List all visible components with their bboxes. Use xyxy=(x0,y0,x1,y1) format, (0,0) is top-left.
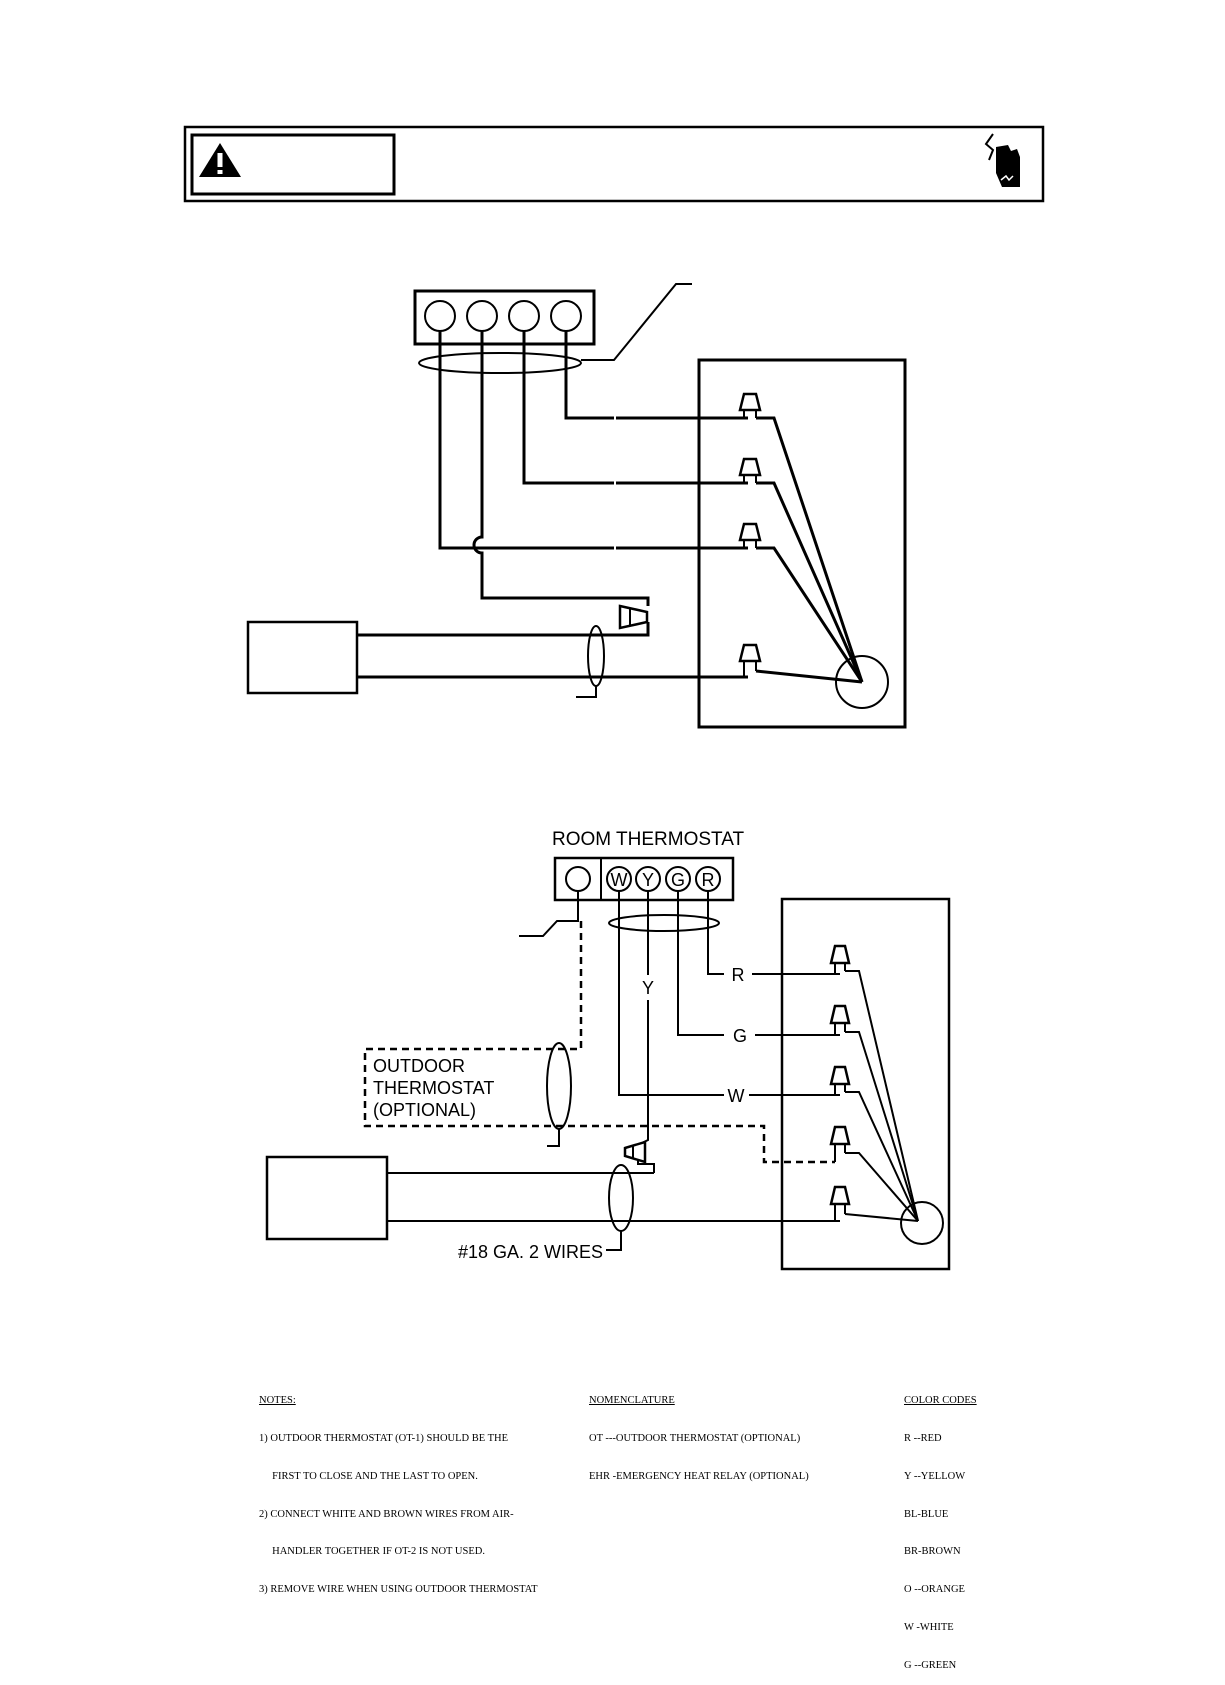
wire-gauge-label: #18 GA. 2 WIRES xyxy=(458,1242,603,1262)
cable-bundle-2 xyxy=(608,914,720,932)
color-code-line: O --ORANGE xyxy=(904,1584,965,1596)
air-handler-box-1 xyxy=(697,358,907,729)
wire-1-d xyxy=(472,331,650,606)
unit-box-2 xyxy=(265,1155,389,1241)
wire-r xyxy=(707,891,724,975)
terminal-w: W xyxy=(611,870,628,890)
wire-label-w: W xyxy=(728,1086,745,1106)
notes-line: 1) OUTDOOR THERMOSTAT (OT-1) SHOULD BE T… xyxy=(259,1432,509,1444)
terminal-g: G xyxy=(671,870,685,890)
color-codes-heading: COLOR CODES xyxy=(904,1395,977,1407)
wire-1-b xyxy=(522,331,614,485)
wiring-diagrams: ROOM THERMOSTAT W Y G R R G W Y xyxy=(183,125,1045,1271)
nomenclature-line: OT ---OUTDOOR THERMOSTAT (OPTIONAL) xyxy=(589,1432,801,1444)
air-handler-box-2 xyxy=(780,897,951,1271)
terminals-1 xyxy=(738,392,762,677)
outdoor-thermostat-bundle xyxy=(546,1042,572,1130)
motor-circle-2 xyxy=(900,1201,944,1245)
outdoor-thermostat-label-line3: (OPTIONAL) xyxy=(373,1100,476,1120)
electrical-shock-hand-icon xyxy=(984,133,1020,187)
motor-circle-1 xyxy=(835,655,889,709)
room-thermostat: W Y G R xyxy=(553,856,735,902)
cable-bundle-1 xyxy=(418,352,582,374)
diagram-1 xyxy=(246,283,907,729)
notes-heading: NOTES: xyxy=(259,1395,296,1407)
notes-line: HANDLER TOGETHER IF OT-2 IS NOT USED. xyxy=(259,1546,485,1558)
wire-label-g: G xyxy=(733,1026,747,1046)
room-thermostat-label: ROOM THERMOSTAT xyxy=(552,829,745,850)
wire-g xyxy=(677,891,724,1036)
terminals-2 xyxy=(829,944,851,1221)
notes-line: 2) CONNECT WHITE AND BROWN WIRES FROM AI… xyxy=(259,1508,514,1520)
outdoor-thermostat-label-line1: OUTDOOR xyxy=(373,1056,465,1076)
wire-label-y: Y xyxy=(642,978,654,998)
wire-1-a xyxy=(564,331,614,420)
color-code-line: BR-BROWN xyxy=(904,1546,961,1558)
thermostat-1 xyxy=(413,289,596,346)
notes-section: NOTES: 1) OUTDOOR THERMOSTAT (OT-1) SHOU… xyxy=(259,1370,538,1609)
warning-banner xyxy=(183,125,1045,203)
leader-line-2 xyxy=(519,891,579,937)
wire-nut-2 xyxy=(623,1140,647,1164)
wire-label-r: R xyxy=(732,965,745,985)
color-code-line: W -WHITE xyxy=(904,1621,954,1633)
color-code-line: G --GREEN xyxy=(904,1659,957,1671)
nomenclature-heading: NOMENCLATURE xyxy=(589,1395,675,1407)
terminal-r: R xyxy=(702,870,715,890)
wire-nut-1 xyxy=(618,604,649,630)
warning-triangle-icon xyxy=(199,143,241,177)
nomenclature-section: NOMENCLATURE OT ---OUTDOOR THERMOSTAT (O… xyxy=(589,1370,809,1496)
outdoor-thermostat-label-line2: THERMOSTAT xyxy=(373,1078,494,1098)
diagram-2: ROOM THERMOSTAT W Y G R R G W Y xyxy=(265,829,951,1271)
terminal-y: Y xyxy=(642,870,654,890)
unit-box-1 xyxy=(246,620,359,695)
outdoor-thermostat-dashed-wire xyxy=(363,921,835,1164)
color-codes-section: COLOR CODES R --RED Y --YELLOW BL-BLUE B… xyxy=(904,1370,977,1685)
notes-line: 3) REMOVE WIRE WHEN USING OUTDOOR THERMO… xyxy=(259,1584,538,1596)
color-code-line: R --RED xyxy=(904,1432,942,1444)
nomenclature-line: EHR -EMERGENCY HEAT RELAY (OPTIONAL) xyxy=(589,1470,809,1482)
color-code-line: Y --YELLOW xyxy=(904,1470,966,1482)
wire-1-c xyxy=(438,331,614,550)
color-code-line: BL-BLUE xyxy=(904,1508,949,1520)
notes-line: FIRST TO CLOSE AND THE LAST TO OPEN. xyxy=(259,1470,478,1482)
leader-line-1 xyxy=(581,283,692,361)
wire-w xyxy=(618,891,724,1096)
